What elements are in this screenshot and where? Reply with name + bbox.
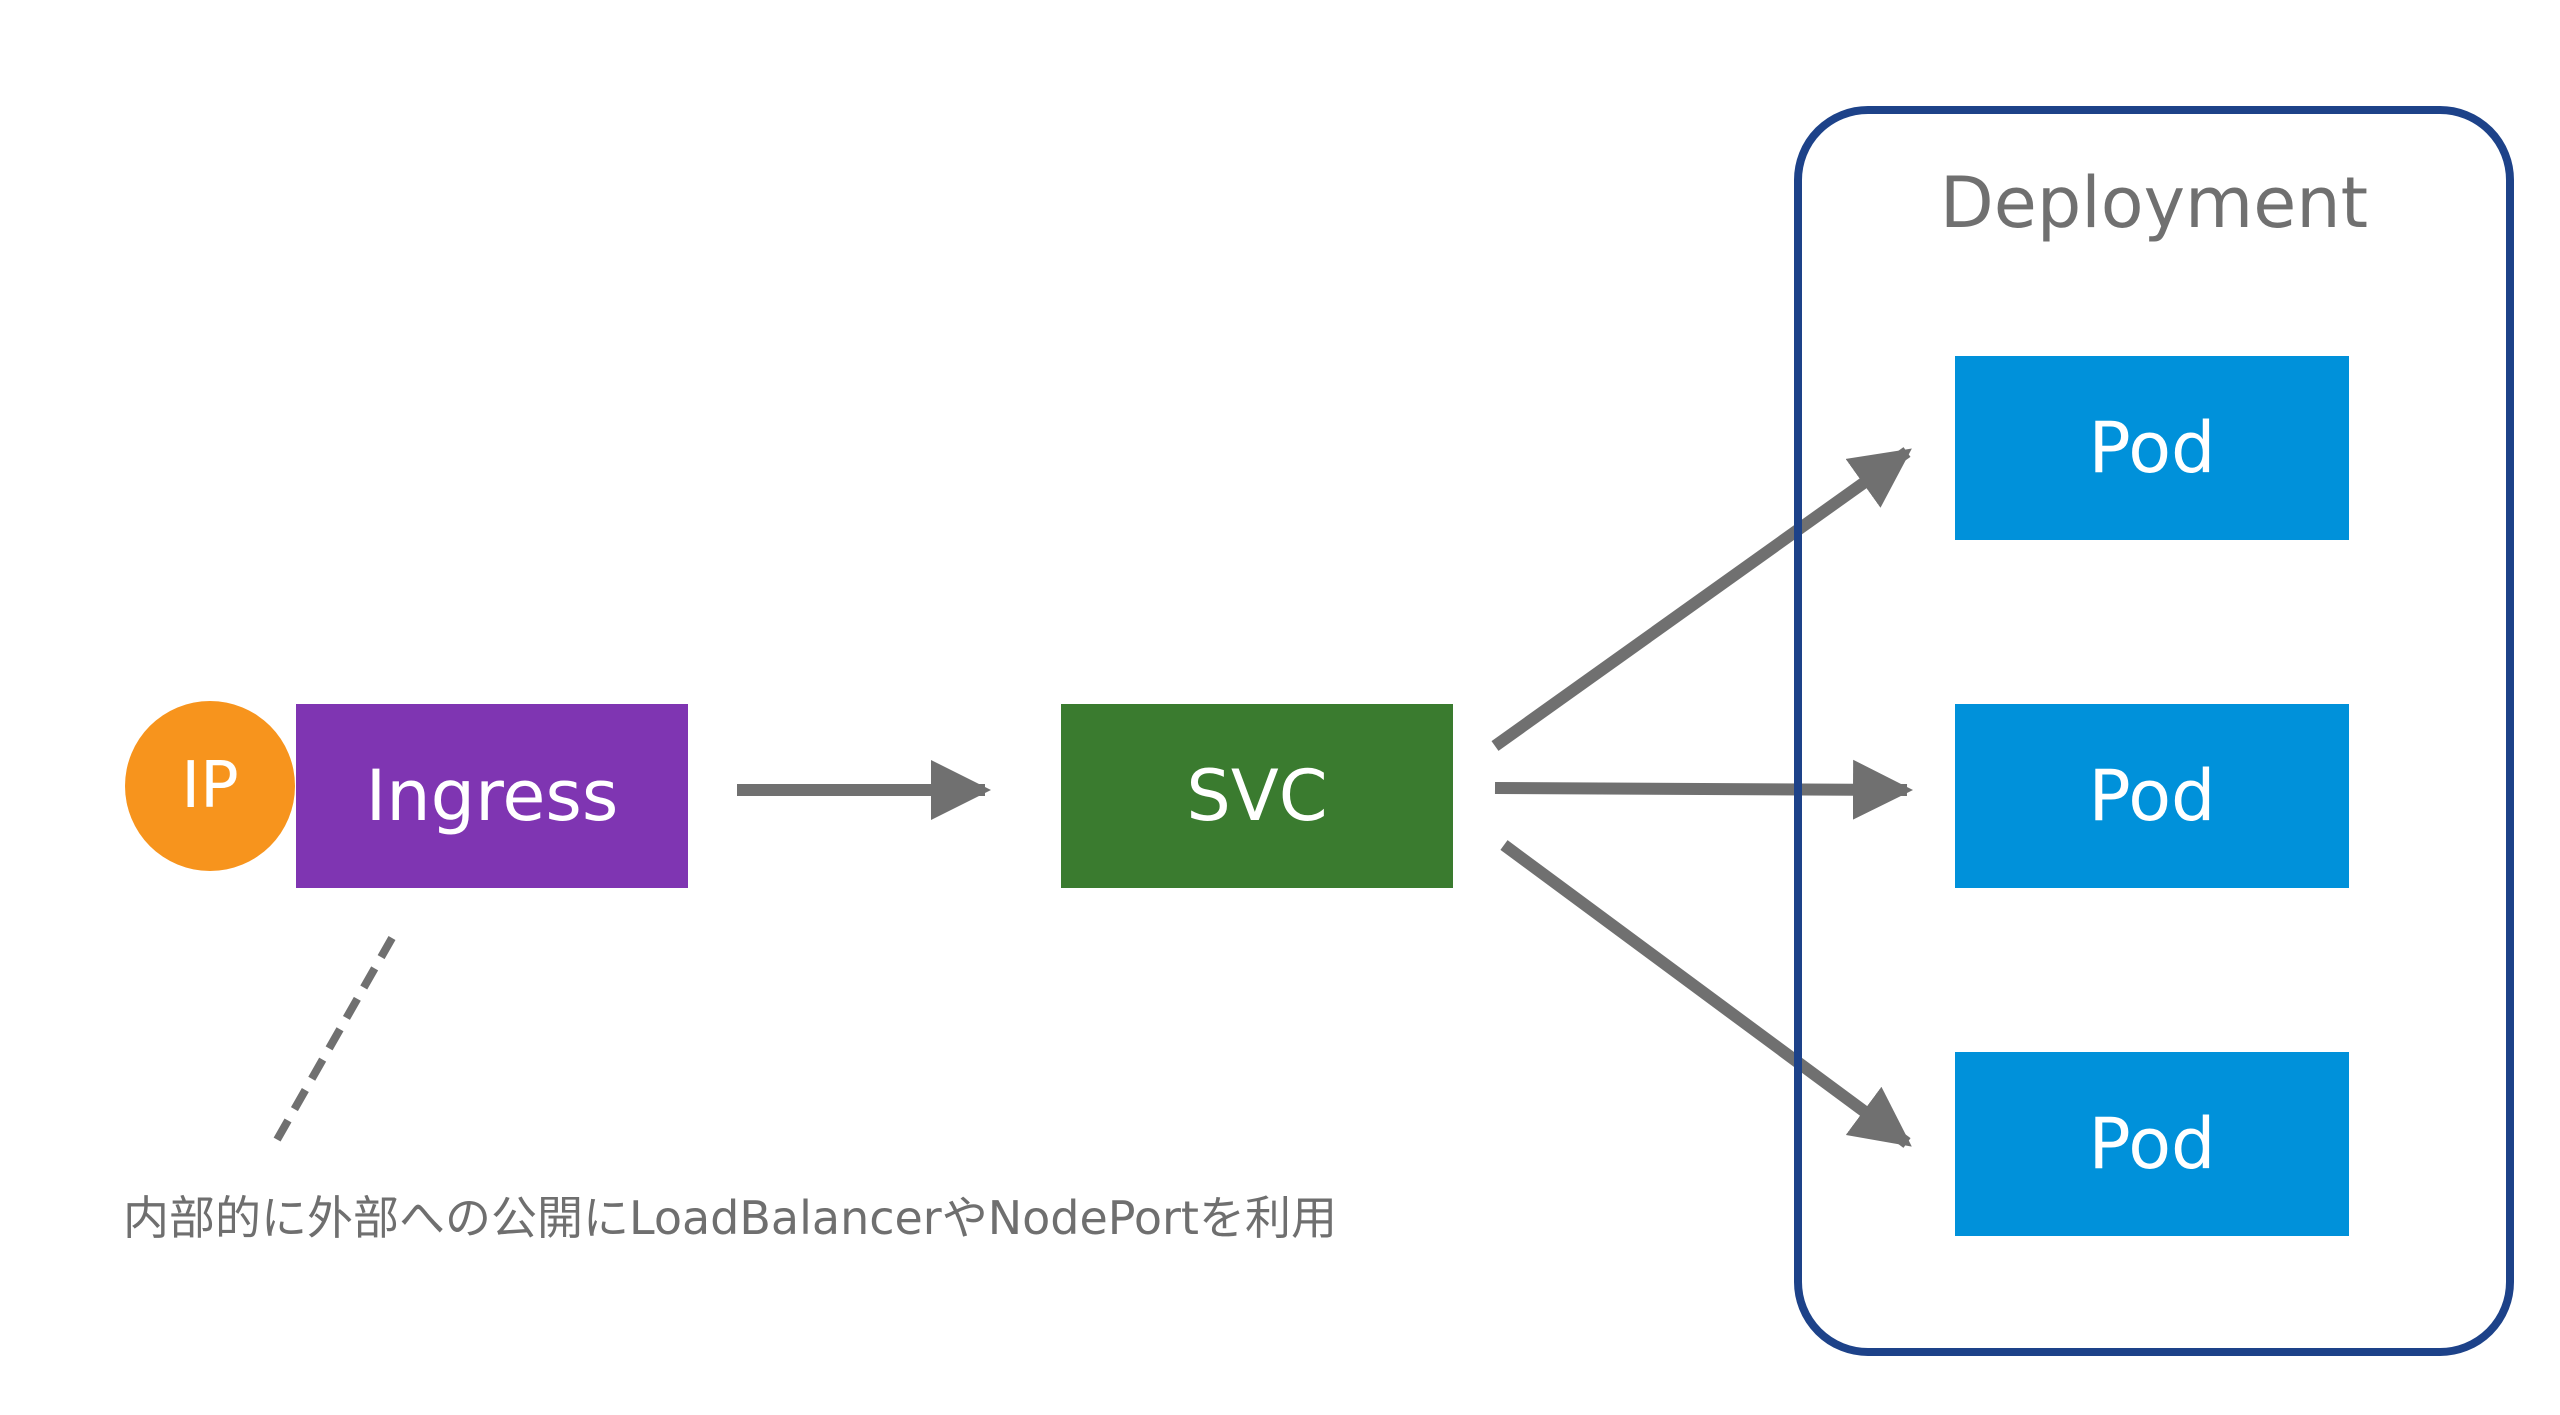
ip-node: IP <box>125 701 295 871</box>
pod-node-3: Pod <box>1955 1052 2349 1236</box>
pod-label-1: Pod <box>2088 407 2216 489</box>
ingress-note-text: 内部的に外部への公開にLoadBalancerやNodePortを利用 <box>123 1191 1337 1245</box>
svc-node: SVC <box>1061 704 1453 888</box>
deployment-label: Deployment <box>1939 162 2369 244</box>
ingress-node: Ingress <box>296 704 688 888</box>
pod-node-1: Pod <box>1955 356 2349 540</box>
deployment-container: Deployment <box>1794 106 2514 1356</box>
ingress-label: Ingress <box>365 755 619 837</box>
svc-label: SVC <box>1186 755 1328 837</box>
ingress-to-note-dashed-line <box>270 936 396 1147</box>
pod-label-3: Pod <box>2088 1103 2216 1185</box>
pod-node-2: Pod <box>1955 704 2349 888</box>
pod-label-2: Pod <box>2088 755 2216 837</box>
svc-to-pod-1-arrow <box>1491 447 1912 751</box>
svc-to-pod-3-arrow <box>1500 840 1912 1148</box>
svc-to-pod-2-arrow <box>1494 759 1913 820</box>
ip-label: IP <box>181 749 239 823</box>
